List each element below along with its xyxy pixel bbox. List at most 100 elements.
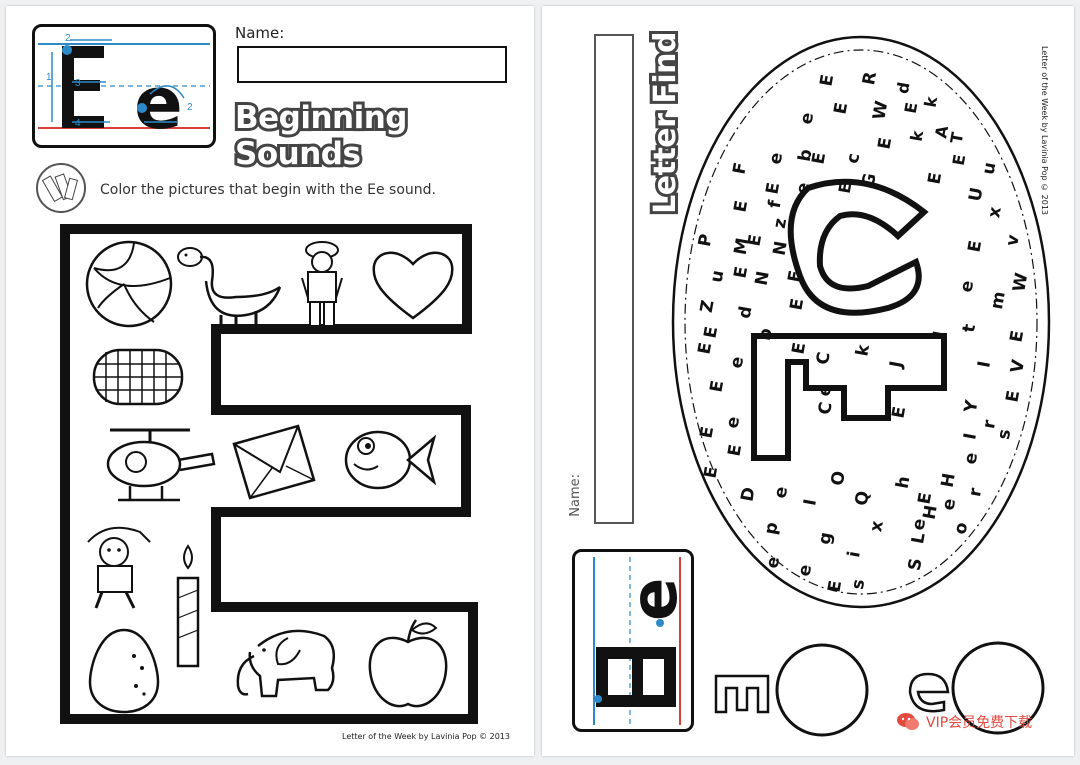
found-letter[interactable]: E bbox=[694, 340, 717, 356]
found-letter[interactable]: s bbox=[847, 577, 870, 592]
found-letter[interactable]: R bbox=[859, 70, 882, 87]
found-letter[interactable]: T bbox=[946, 130, 968, 145]
found-letter[interactable]: d bbox=[892, 80, 914, 96]
found-letter[interactable]: e bbox=[814, 382, 837, 398]
found-letter[interactable]: N bbox=[751, 269, 774, 288]
found-letter[interactable]: G bbox=[858, 171, 881, 190]
answer-circle-e[interactable] bbox=[950, 640, 1046, 736]
found-letter[interactable]: t bbox=[959, 322, 981, 335]
found-letter[interactable]: k bbox=[920, 95, 942, 109]
found-letter[interactable]: W bbox=[1009, 271, 1033, 294]
found-letter[interactable]: s bbox=[993, 427, 1016, 442]
found-letter[interactable]: Q bbox=[851, 489, 874, 508]
found-letter[interactable]: e bbox=[960, 450, 983, 466]
found-letter[interactable]: H bbox=[937, 471, 960, 490]
found-letter[interactable]: E bbox=[900, 100, 922, 115]
stroke-number: 1 bbox=[46, 72, 52, 83]
found-letter[interactable]: k bbox=[906, 129, 928, 143]
found-letter[interactable]: E bbox=[808, 150, 831, 166]
found-letter[interactable]: I bbox=[800, 497, 822, 508]
found-letter[interactable]: u bbox=[706, 268, 729, 285]
outline-e-small bbox=[908, 672, 950, 713]
found-letter[interactable]: E bbox=[696, 424, 719, 440]
found-letter[interactable]: e bbox=[765, 150, 788, 166]
answer-circle-E[interactable] bbox=[774, 642, 870, 738]
found-letter[interactable]: E bbox=[830, 100, 853, 116]
found-letter[interactable]: f bbox=[764, 199, 786, 210]
found-letter[interactable]: E bbox=[888, 404, 911, 420]
found-letter[interactable]: E bbox=[762, 180, 785, 196]
found-letter[interactable]: Y bbox=[960, 398, 983, 415]
found-letter[interactable]: x bbox=[984, 205, 1006, 220]
name-field[interactable] bbox=[594, 34, 634, 524]
found-letter[interactable]: E bbox=[1006, 328, 1029, 344]
found-letter[interactable]: E bbox=[706, 378, 729, 394]
found-letter[interactable]: E bbox=[874, 135, 897, 151]
found-letter[interactable]: E bbox=[730, 198, 753, 214]
found-letter[interactable]: E bbox=[834, 180, 856, 195]
found-letter[interactable]: P bbox=[694, 232, 717, 249]
found-letter[interactable]: d bbox=[734, 304, 757, 321]
found-letter[interactable]: c bbox=[842, 151, 865, 166]
found-letter[interactable]: o bbox=[950, 520, 973, 536]
found-letter[interactable]: C bbox=[812, 350, 835, 367]
found-letter[interactable]: L bbox=[908, 531, 930, 546]
found-letter[interactable]: l bbox=[930, 329, 951, 340]
found-letter[interactable]: e bbox=[794, 562, 817, 578]
found-letter[interactable]: z bbox=[769, 216, 792, 231]
found-letter[interactable]: E bbox=[786, 296, 809, 312]
found-letter[interactable]: U bbox=[965, 185, 988, 203]
found-letter[interactable]: N bbox=[769, 239, 792, 258]
found-letter[interactable]: C bbox=[814, 400, 837, 417]
found-letter[interactable]: E bbox=[824, 578, 847, 594]
found-letter[interactable]: k bbox=[852, 343, 874, 358]
found-letter[interactable]: e bbox=[722, 414, 745, 430]
found-letter[interactable]: g bbox=[814, 530, 837, 547]
found-letter[interactable]: E bbox=[948, 152, 970, 167]
found-letter[interactable]: E bbox=[730, 264, 753, 280]
found-letter[interactable]: Z bbox=[696, 298, 719, 315]
found-letter[interactable]: h bbox=[892, 474, 915, 491]
found-letter[interactable]: i bbox=[844, 549, 865, 560]
found-letter[interactable]: e bbox=[762, 554, 785, 570]
found-letter[interactable]: e bbox=[726, 354, 749, 370]
found-letter[interactable]: e bbox=[956, 278, 979, 294]
found-letter[interactable]: e bbox=[908, 516, 931, 532]
found-letter[interactable]: E bbox=[924, 170, 947, 186]
found-letter[interactable]: E bbox=[724, 442, 747, 458]
found-letter[interactable]: J bbox=[886, 359, 908, 370]
stroke-number: 4 bbox=[75, 118, 81, 129]
name-field[interactable] bbox=[237, 46, 507, 83]
found-letter[interactable]: E bbox=[700, 464, 723, 480]
found-letter[interactable]: W bbox=[869, 99, 893, 122]
found-letter[interactable]: H bbox=[919, 503, 942, 522]
candle-icon bbox=[176, 544, 200, 668]
found-letter[interactable]: e bbox=[938, 496, 961, 512]
found-letter[interactable]: E bbox=[1002, 388, 1025, 404]
found-letter[interactable]: p bbox=[760, 520, 783, 537]
found-letter[interactable]: e bbox=[796, 110, 819, 126]
found-letter[interactable]: S bbox=[904, 556, 927, 573]
found-letter[interactable]: E bbox=[788, 340, 811, 356]
wechat-icon bbox=[897, 713, 919, 730]
found-letter[interactable]: D bbox=[737, 485, 760, 504]
found-letter[interactable]: I bbox=[960, 431, 982, 442]
found-letter[interactable]: E bbox=[964, 238, 987, 254]
beginning-sounds-page: e 1 2 3 4 2 Name: Beginning Sounds Color… bbox=[6, 6, 534, 756]
found-letter[interactable]: u bbox=[978, 160, 1001, 177]
found-letter[interactable]: x bbox=[866, 519, 888, 534]
found-letter[interactable]: e bbox=[792, 180, 815, 196]
found-letter[interactable]: F bbox=[729, 160, 752, 176]
found-letter[interactable]: m bbox=[986, 289, 1010, 311]
found-letter[interactable]: r bbox=[965, 486, 987, 499]
found-letter[interactable]: v bbox=[1002, 233, 1024, 248]
found-letter[interactable]: E bbox=[816, 72, 839, 88]
found-letter[interactable]: I bbox=[974, 359, 996, 370]
explorer-icon bbox=[301, 241, 343, 327]
found-letter[interactable]: E bbox=[784, 268, 807, 284]
found-letter[interactable]: b bbox=[754, 326, 777, 343]
found-letter[interactable]: O bbox=[827, 469, 850, 488]
found-letter[interactable]: V bbox=[1007, 358, 1030, 375]
found-letter[interactable]: e bbox=[770, 484, 793, 500]
found-letter[interactable]: E bbox=[700, 324, 723, 340]
